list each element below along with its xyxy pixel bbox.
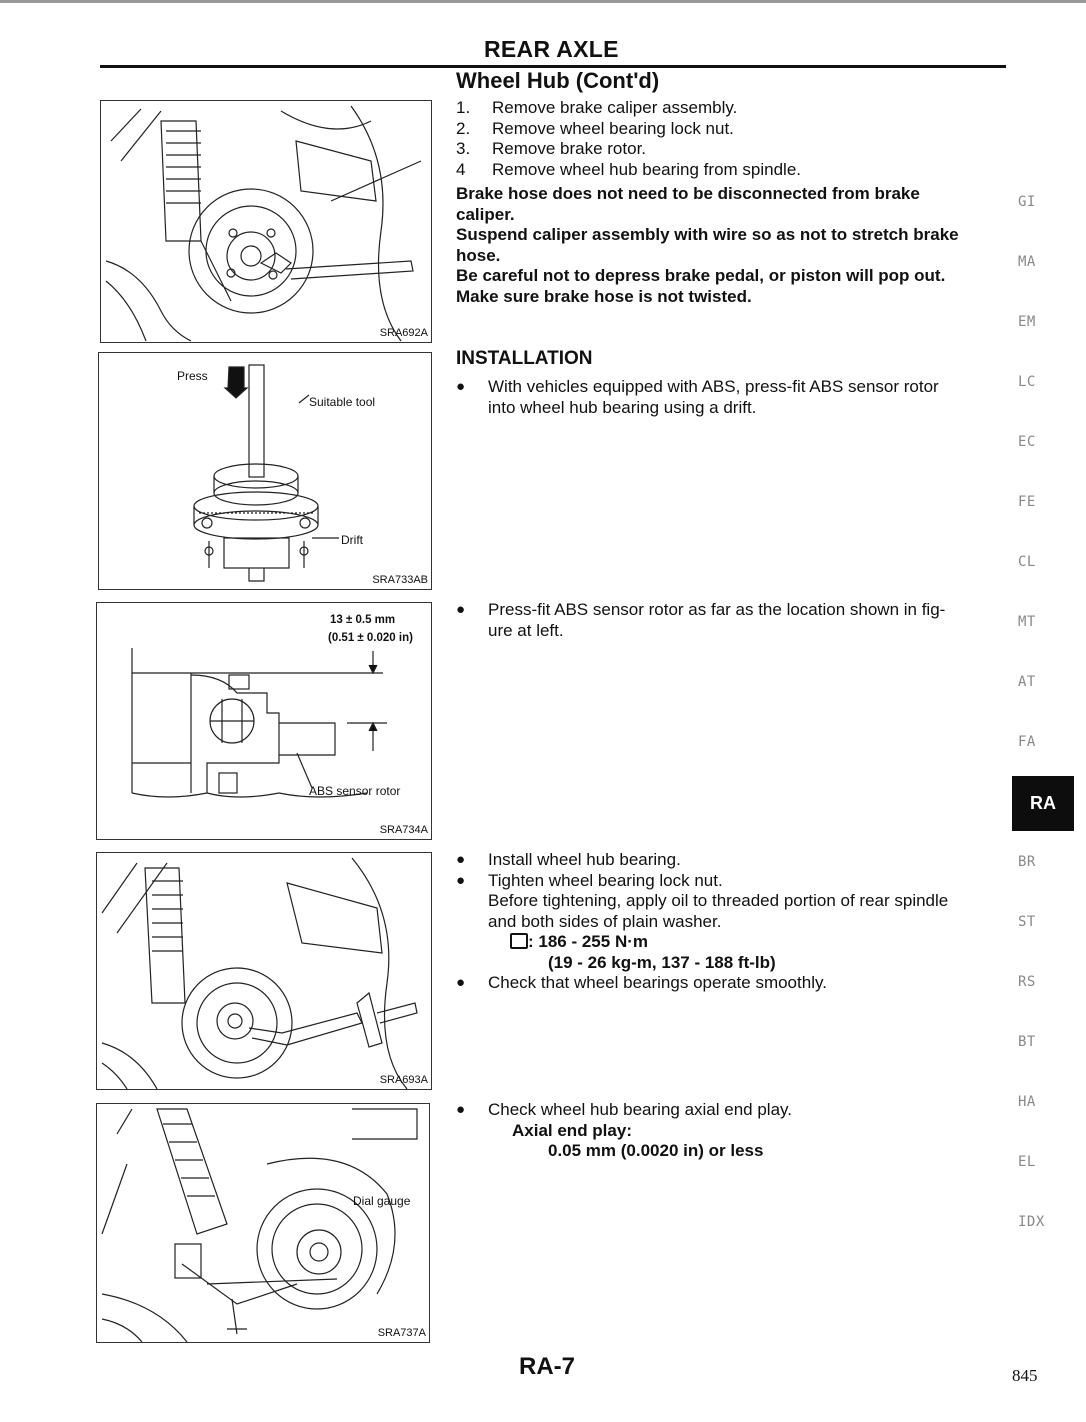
dimension-mm: 13 ± 0.5 mm	[330, 614, 396, 626]
page-title: REAR AXLE	[484, 36, 619, 62]
endplay-label: Axial end play:	[512, 1120, 632, 1140]
figure-code: SRA734A	[379, 824, 428, 836]
list-item: 2.Remove wheel bearing lock nut.	[456, 118, 734, 138]
bullet: ●	[456, 851, 466, 868]
side-tab-ha[interactable]: HA	[1018, 1094, 1036, 1110]
caution-line: hose.	[456, 245, 501, 265]
installation-step-6: ● Check wheel hub bearing axial end play…	[456, 1100, 1006, 1162]
dimension-in: (0.51 ± 0.020 in)	[328, 632, 413, 644]
side-tab-br[interactable]: BR	[1018, 854, 1036, 870]
figure-tighten-lock-nut: SRA693A	[96, 852, 432, 1090]
list-item: 1.Remove brake caliper assembly.	[456, 98, 738, 117]
header-rule	[100, 65, 1006, 68]
rotor-position-diagram	[131, 648, 387, 798]
list-item: 3.Remove brake rotor.	[456, 139, 647, 159]
endplay-value: 0.05 mm (0.0020 in) or less	[548, 1141, 764, 1160]
figure-press-abs-rotor: Press Suitable tool Drift SRA733AB	[98, 352, 432, 590]
side-tab-fe[interactable]: FE	[1018, 494, 1036, 510]
tighten-nut-illustration	[101, 857, 418, 1089]
caution-line: Make sure brake hose is not twisted.	[456, 286, 752, 306]
caution-line: Suspend caliper assembly with wire so as…	[456, 225, 959, 244]
drift-label: Drift	[341, 533, 363, 547]
page-number: RA-7	[519, 1353, 576, 1380]
side-tab-fa[interactable]: FA	[1018, 734, 1036, 750]
figure-code: SRA693A	[379, 1074, 428, 1086]
section-title: Wheel Hub (Cont'd)	[456, 68, 660, 93]
side-tab-at[interactable]: AT	[1018, 674, 1036, 690]
installation-step-2: ● Press-fit ABS sensor rotor as far as t…	[456, 600, 946, 640]
figure-code: SRA737A	[377, 1327, 426, 1339]
bullet: ●	[456, 1101, 466, 1118]
top-border	[0, 0, 1086, 3]
side-tab-lc[interactable]: LC	[1018, 374, 1036, 390]
bullet: ●	[456, 601, 466, 618]
rotor-label: ABS sensor rotor	[309, 784, 401, 798]
caution-line: caliper.	[456, 204, 515, 224]
figure-code: SRA692A	[379, 327, 428, 339]
caution-line: Be careful not to depress brake pedal, o…	[456, 266, 946, 285]
installation-heading: INSTALLATION	[456, 348, 593, 369]
bullet: ●	[456, 974, 466, 991]
side-tab-ma[interactable]: MA	[1018, 254, 1036, 270]
gauge-label: Dial gauge	[353, 1194, 411, 1208]
installation-step-1: ● With vehicles equipped with ABS, press…	[456, 377, 939, 417]
press-fit-illustration	[193, 364, 339, 582]
side-tab-gi[interactable]: GI	[1018, 194, 1036, 210]
figure-dial-gauge: Dial gauge SRA737A	[96, 1103, 430, 1343]
figure-code: SRA733AB	[372, 574, 428, 586]
caution-line: Brake hose does not need to be disconnec…	[456, 184, 920, 203]
removal-steps: 1.Remove brake caliper assembly. 2.Remov…	[456, 98, 801, 180]
press-label: Press	[177, 369, 208, 383]
sheet-number: 845	[1012, 1366, 1038, 1385]
figure-abs-rotor-position: 13 ± 0.5 mm (0.51 ± 0.020 in) ABS sensor…	[96, 602, 432, 840]
remove-hub-illustration	[105, 105, 422, 342]
torque-spec: : 186 - 255 N·m	[488, 932, 1006, 953]
bullet: ●	[456, 871, 466, 889]
side-tab-idx[interactable]: IDX	[1018, 1214, 1045, 1230]
torque-spec-imperial: (19 - 26 kg-m, 137 - 188 ft-lb)	[548, 952, 776, 972]
side-tab-rs[interactable]: RS	[1018, 974, 1036, 990]
side-tab-el[interactable]: EL	[1018, 1154, 1036, 1170]
installation-steps-3-5: ●Install wheel hub bearing. ● Tighten wh…	[456, 850, 1006, 994]
bullet: ●	[456, 378, 466, 395]
dial-gauge-illustration	[101, 1108, 418, 1342]
torque-wrench-icon	[510, 933, 528, 949]
side-tab-cl[interactable]: CL	[1018, 554, 1036, 570]
side-tab-bt[interactable]: BT	[1018, 1034, 1036, 1050]
side-tab-ra-active[interactable]: RA	[1012, 776, 1074, 831]
figure-remove-hub: SRA692A	[100, 100, 432, 343]
caution-notes: Brake hose does not need to be disconnec…	[456, 184, 1006, 307]
side-tab-mt[interactable]: MT	[1018, 614, 1036, 630]
side-tab-em[interactable]: EM	[1018, 314, 1036, 330]
side-tab-ec[interactable]: EC	[1018, 434, 1036, 450]
side-tab-st[interactable]: ST	[1018, 914, 1036, 930]
tool-label: Suitable tool	[309, 395, 376, 409]
